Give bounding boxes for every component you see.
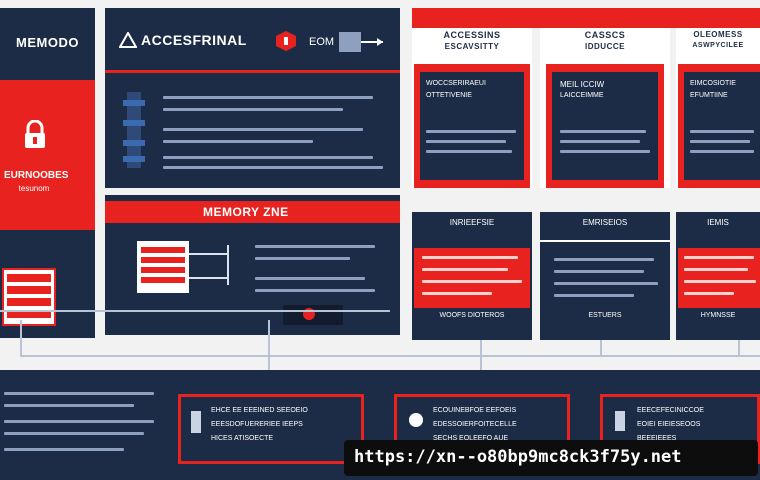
server-tower-icon xyxy=(119,90,149,170)
banner-right-label: EOM xyxy=(309,36,335,48)
bottom-box-1-line-2: EEESDOFUERERIEE IEEPS xyxy=(211,421,303,428)
clock-icon xyxy=(409,413,423,427)
top-box-1-header-1: ACCESSINS xyxy=(443,30,501,40)
hexagon-alert-icon xyxy=(275,30,297,52)
mid-box-3: IEMIS HYMNSSE xyxy=(676,212,760,340)
left-panel-title: MEMODO xyxy=(0,8,95,78)
warning-triangle-icon xyxy=(118,30,138,48)
top-box-1: ACCESSINS ESCAVSITTY WOCCSERIRAEUI OTTET… xyxy=(412,28,532,188)
mid-box-1: INRIEEFSIE WOOFS DIOTEROS xyxy=(412,212,532,340)
mid-box-2-label: EMRISEIOS xyxy=(582,218,628,227)
banner-title: ACCESFRINAL xyxy=(141,32,247,48)
top-box-2: CASSCS IDDUCCE MEIL ICCIW LAICCEIMME xyxy=(540,28,670,188)
bottom-box-2-line-2: EDESSOIERFOITECELLE xyxy=(433,421,517,428)
flag-icon xyxy=(337,28,385,56)
top-box-3: OLEOMESS ASWPYCILEE EIMCOSIOTIE EFUMTIIN… xyxy=(676,28,760,188)
mid-box-2-footer: ESTUERS xyxy=(588,312,622,319)
bottom-box-2-line-3: SECHS EOLEEFO AUE xyxy=(433,435,509,442)
mid-box-3-footer: HYMNSSE xyxy=(700,312,736,319)
usb-key-icon xyxy=(191,411,201,433)
padlock-icon xyxy=(22,119,48,150)
bottom-box-2-line-1: ECOUINEBFOE EEFOEIS xyxy=(433,407,517,414)
bottom-box-3-line-1: EEECEFECINICCOE xyxy=(637,407,704,414)
lock-caption-2: tesunom xyxy=(18,184,50,193)
top-box-3-header-2: ASWPYCILEE xyxy=(692,42,744,49)
person-icon xyxy=(615,411,625,431)
bottom-box-1-line-1: EHCE EE EEEINED SEEOEIO xyxy=(211,407,308,414)
top-box-3-header-1: OLEOMESS xyxy=(693,30,743,39)
top-box-2-title-2: LAICCEIMME xyxy=(560,92,604,99)
top-box-3-title-2: EFUMTIINE xyxy=(690,92,728,99)
bottom-box-1: EHCE EE EEEINED SEEOEIO EEESDOFUERERIEE … xyxy=(178,394,364,464)
lock-caption-1: EURNOOBES xyxy=(4,170,69,181)
mid-box-3-label: IEMIS xyxy=(707,218,729,227)
memory-zone-header: MEMORY ZNE xyxy=(105,201,400,223)
memory-chip xyxy=(137,241,189,293)
mid-box-1-label: INRIEEFSIE xyxy=(449,218,495,227)
top-box-1-title-2: OTTETIVENIE xyxy=(426,92,472,99)
left-lock-card: EURNOOBES tesunom xyxy=(0,80,95,230)
top-box-1-title-1: WOCCSERIRAEUI xyxy=(426,80,486,87)
memory-zone-panel: MEMORY ZNE xyxy=(105,195,400,335)
access-banner: ACCESFRINAL EOM xyxy=(105,8,400,188)
top-box-1-header-2: ESCAVSITTY xyxy=(444,42,500,51)
bottom-box-1-line-3: HICES ATISOECTE xyxy=(211,435,274,442)
left-panel: MEMODO EURNOOBES tesunom xyxy=(0,8,95,338)
top-box-3-title-1: EIMCOSIOTIE xyxy=(690,80,736,87)
top-box-2-header-2: IDDUCCE xyxy=(585,42,625,51)
url-watermark: https://xn--o80bp9mc8ck3f75y.net xyxy=(344,440,758,476)
left-server-stack xyxy=(2,268,56,326)
mid-box-2: EMRISEIOS ESTUERS xyxy=(540,212,670,340)
bottom-box-3-line-3: BEEEIEEES xyxy=(637,435,677,442)
mid-box-1-footer: WOOFS DIOTEROS xyxy=(439,312,505,319)
bottom-box-3-line-2: EOIEI EIEIESEOOS xyxy=(637,421,701,428)
memory-zone-title: MEMORY ZNE xyxy=(203,205,289,219)
top-box-2-header-1: CASSCS xyxy=(584,30,626,40)
top-right-strip xyxy=(412,8,760,28)
url-text: https://xn--o80bp9mc8ck3f75y.net xyxy=(354,447,682,467)
top-box-2-title-1: MEIL ICCIW xyxy=(560,80,605,89)
memory-slot xyxy=(283,305,343,325)
